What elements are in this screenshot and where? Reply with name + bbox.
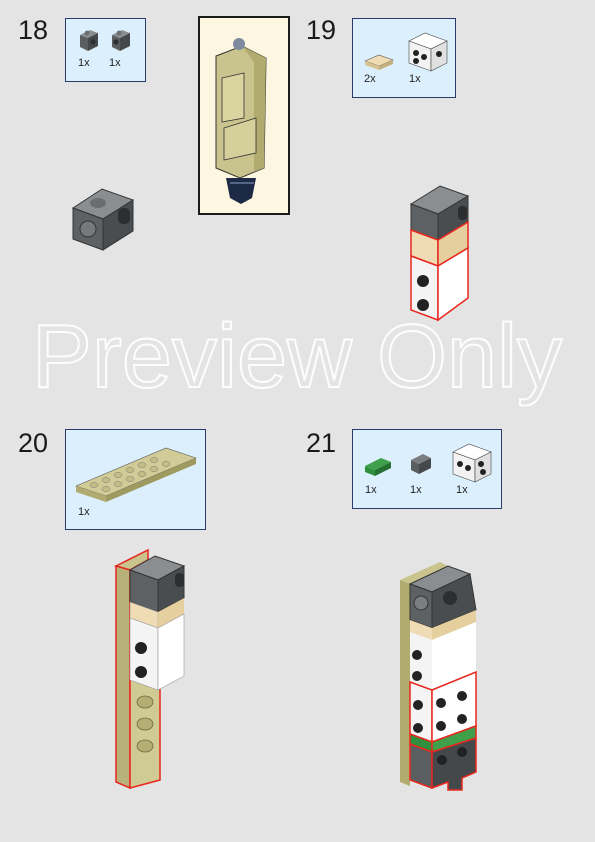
olive-figure-subassembly-image: [215, 38, 267, 204]
olive-plate-icon: [75, 447, 197, 502]
part-qty: 1x: [78, 506, 90, 518]
part-qty: 2x: [364, 73, 376, 85]
parts-list-step-20: 1x: [65, 429, 206, 530]
parts-list-step-19: 2x 1x: [352, 18, 456, 98]
part-qty: 1x: [410, 484, 422, 496]
step-number-19: 19: [306, 15, 337, 45]
subassembly-callout: [198, 16, 290, 215]
part-qty: 1x: [365, 484, 377, 496]
part-qty: 1x: [109, 57, 121, 69]
step-number-18: 18: [18, 15, 49, 45]
part-qty: 1x: [78, 57, 90, 69]
step-number-20: 20: [18, 428, 49, 458]
part-qty: 1x: [456, 484, 468, 496]
tan-plate-and-white-brick-icon: [364, 32, 448, 72]
dark-gray-brick-icon: [80, 30, 130, 51]
parts-list-step-18: 1x 1x: [65, 18, 146, 82]
parts-list-step-21: 1x 1x 1x: [352, 429, 502, 509]
green-clip-and-gray-clip-and-white-brick-icon: [365, 443, 492, 483]
step-number-21: 21: [306, 428, 337, 458]
part-qty: 1x: [409, 73, 421, 85]
